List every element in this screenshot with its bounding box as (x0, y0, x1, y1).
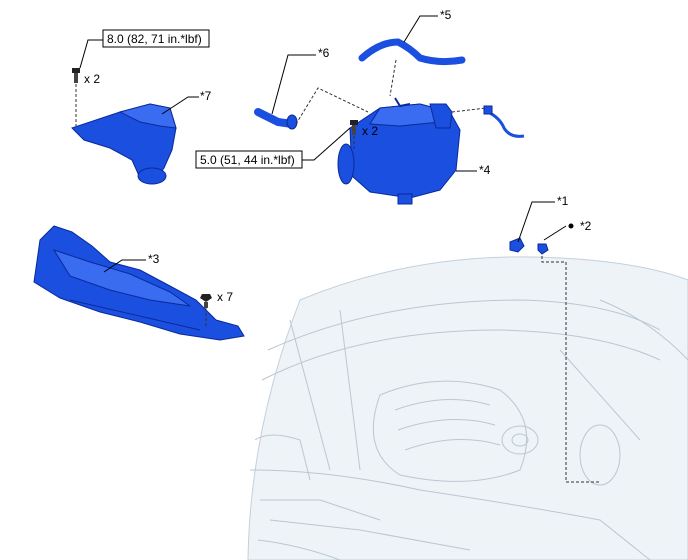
wire-harness (483, 105, 525, 138)
torque-spec-1: 8.0 (82, 71 in.*lbf) (102, 29, 210, 48)
quantity-label-1: x 2 (84, 72, 100, 86)
torque-spec-2: 5.0 (51, 44 in.*lbf) (195, 150, 303, 169)
part-2-clip (537, 243, 549, 255)
quantity-label-3: x 7 (217, 290, 233, 304)
part-5-hose (358, 38, 466, 66)
part-3-cover (33, 225, 245, 341)
callout-4: *4 (479, 163, 491, 177)
callout-5: *5 (440, 8, 452, 22)
callout-3: *3 (148, 252, 160, 266)
callout-6: *6 (318, 46, 330, 60)
part-6-hose (254, 108, 298, 130)
bolt-icon (350, 120, 358, 135)
quantity-label-2: x 2 (362, 124, 378, 138)
vehicle-engine-bay (247, 256, 688, 560)
part-4-air-cleaner (337, 97, 461, 205)
bolt-icon (200, 294, 212, 308)
bullet-dot (568, 223, 574, 229)
bolt-icon (72, 68, 80, 83)
callout-1: *1 (557, 194, 569, 208)
callout-7: *7 (200, 89, 212, 103)
torque-label-2: 5.0 (51, 44 in.*lbf) (200, 153, 295, 167)
part-7-intake-duct (71, 103, 177, 185)
part-1-clip (509, 237, 525, 253)
callout-2: *2 (580, 219, 592, 233)
torque-label-1: 8.0 (82, 71 in.*lbf) (107, 32, 202, 46)
